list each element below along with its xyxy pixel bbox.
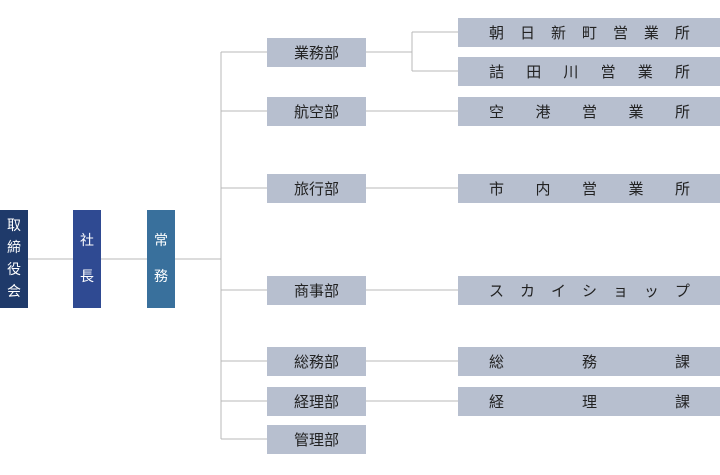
branch-char: ッ (643, 282, 659, 300)
board-char: 締 (7, 240, 21, 256)
branch-char: イ (550, 282, 566, 300)
branch-char: 朝 (489, 24, 505, 42)
branch-box: 市内営業所市内営業所 (458, 174, 720, 203)
branch-char: ス (489, 282, 505, 300)
branch-box: スカイショップスカイショップ (458, 276, 720, 305)
department-label: 商事部 (293, 282, 339, 300)
branch-char: カ (519, 282, 535, 300)
branch-char: 業 (628, 103, 644, 121)
department-label: 経理部 (293, 393, 339, 411)
branch-char: 営 (581, 180, 597, 198)
branch-char: 田 (526, 63, 542, 81)
branch-char: 経 (489, 393, 505, 411)
branch-char: 所 (674, 24, 690, 42)
branch-char: 日 (519, 24, 535, 42)
department-label: 業務部 (293, 44, 339, 62)
branch-char: 営 (600, 63, 616, 81)
branch-box: 空港営業所空港営業所 (458, 97, 720, 126)
department-box-koku: 航空部 (267, 97, 366, 126)
branch-char: 市 (489, 180, 505, 198)
department-box-kanri: 管理部 (267, 425, 366, 454)
department-label: 総務部 (293, 353, 339, 371)
department-label: 航空部 (293, 103, 339, 121)
branch-char: 内 (535, 180, 551, 198)
branch-char: 業 (643, 24, 659, 42)
board-char: 役 (7, 262, 21, 278)
department-box-gyomu: 業務部 (267, 38, 366, 67)
president-char: 社 (80, 233, 94, 249)
branch-box: 経理課経理課 (458, 387, 720, 416)
board-char: 会 (7, 284, 21, 300)
branch-char: 営 (581, 103, 597, 121)
branch-char: 所 (674, 63, 690, 81)
board-char: 取 (7, 218, 21, 234)
branch-box: 総務課総務課 (458, 347, 720, 376)
branch-char: シ (581, 282, 597, 300)
branch-box: 詰田川営業所詰田川営業所 (458, 57, 720, 86)
president-box: 社 長 (73, 210, 101, 308)
department-label: 管理部 (293, 431, 339, 449)
branch-char: 町 (581, 24, 597, 42)
department-box-keiri: 経理部 (267, 387, 366, 416)
board-of-directors-box: 取 締 役 会 (0, 210, 28, 308)
department-box-shoji: 商事部 (267, 276, 366, 305)
branch-char: 業 (628, 180, 644, 198)
branch-char: 新 (550, 24, 566, 42)
branch-char: 所 (674, 103, 690, 121)
branch-char: 詰 (489, 63, 505, 81)
branch-char: プ (674, 282, 690, 300)
branch-char: 業 (637, 63, 653, 81)
managing-director-box: 常 務 (147, 210, 175, 308)
managing-char: 務 (154, 269, 168, 285)
branch-char: 務 (581, 353, 597, 371)
branch-char: 課 (674, 393, 690, 411)
president-char: 長 (80, 269, 94, 285)
branch-char: 課 (674, 353, 690, 371)
branch-char: 港 (535, 103, 551, 121)
department-box-ryoko: 旅行部 (267, 174, 366, 203)
branch-char: 理 (581, 393, 597, 411)
managing-char: 常 (154, 233, 168, 249)
branch-char: 所 (674, 180, 690, 198)
department-label: 旅行部 (293, 180, 339, 198)
branch-char: ョ (612, 282, 628, 300)
branch-char: 川 (563, 63, 579, 81)
branch-char: 総 (489, 353, 505, 371)
branch-char: 営 (612, 24, 628, 42)
department-box-somu: 総務部 (267, 347, 366, 376)
branch-char: 空 (489, 103, 505, 121)
branch-box: 朝日新町営業所朝日新町営業所 (458, 18, 720, 47)
